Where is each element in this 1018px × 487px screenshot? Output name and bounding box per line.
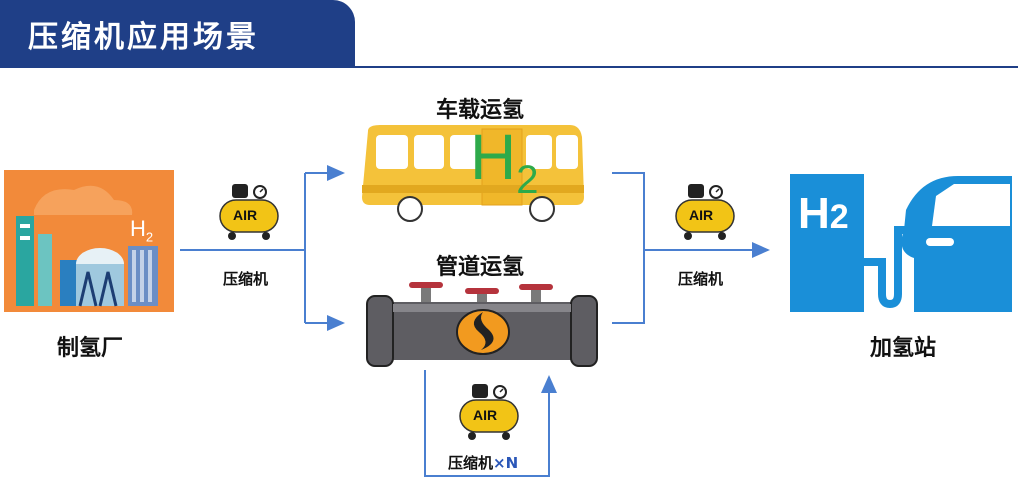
compressor-badge: AIR: [473, 407, 498, 423]
compressor-icon: [219, 184, 279, 240]
plant-h2-symbol: H: [130, 216, 146, 241]
station-h2-subscript: 2: [829, 198, 849, 236]
compressor-bottom-label-group: 压缩机×N: [448, 452, 518, 473]
bus-illustration: [362, 125, 584, 222]
refueling-station: H2: [786, 170, 1016, 315]
bus-h2-subscript: 2: [516, 158, 539, 202]
station-h2-symbol: H: [798, 189, 830, 238]
station-h2-label: H2: [798, 192, 849, 239]
compressor-icon: [459, 384, 519, 440]
plant-label: 制氢厂: [57, 336, 124, 361]
pipeline-loop: [424, 370, 557, 477]
plant-h2-subscript: 2: [145, 229, 154, 245]
compressor-badge: AIR: [233, 207, 258, 223]
hydrogen-plant: H2: [4, 170, 174, 312]
plant-h2-label: H2: [130, 216, 153, 244]
compressor-bottom-label: 压缩机: [448, 454, 494, 472]
hydrogen-bus: H2: [358, 125, 586, 223]
compressor-bottom: AIR: [458, 384, 520, 440]
flow-line-merge-right: [612, 172, 645, 324]
truck-label: 车载运氢: [436, 98, 525, 123]
compressor-left: AIR: [218, 184, 280, 240]
compressor-right: AIR: [674, 184, 736, 240]
hydrogen-plant-illustration: [4, 170, 174, 312]
bus-h2-symbol: H: [470, 121, 517, 193]
title-underline: [0, 66, 1018, 68]
bus-h2-label: H2: [470, 125, 538, 202]
refueling-station-illustration: [790, 174, 1012, 312]
pipeline-label: 管道运氢: [436, 255, 525, 280]
compressor-left-label: 压缩机: [223, 270, 269, 288]
compressor-badge: AIR: [689, 207, 714, 223]
compressor-right-label: 压缩机: [678, 270, 724, 288]
title-bar: [0, 0, 355, 66]
pipeline-illustration: [366, 282, 598, 367]
page-title: 压缩机应用场景: [28, 20, 259, 55]
compressor-icon: [675, 184, 735, 240]
compressor-multiplier: ×N: [493, 454, 519, 472]
station-label: 加氢站: [870, 336, 937, 361]
hydrogen-pipeline: [365, 280, 600, 370]
